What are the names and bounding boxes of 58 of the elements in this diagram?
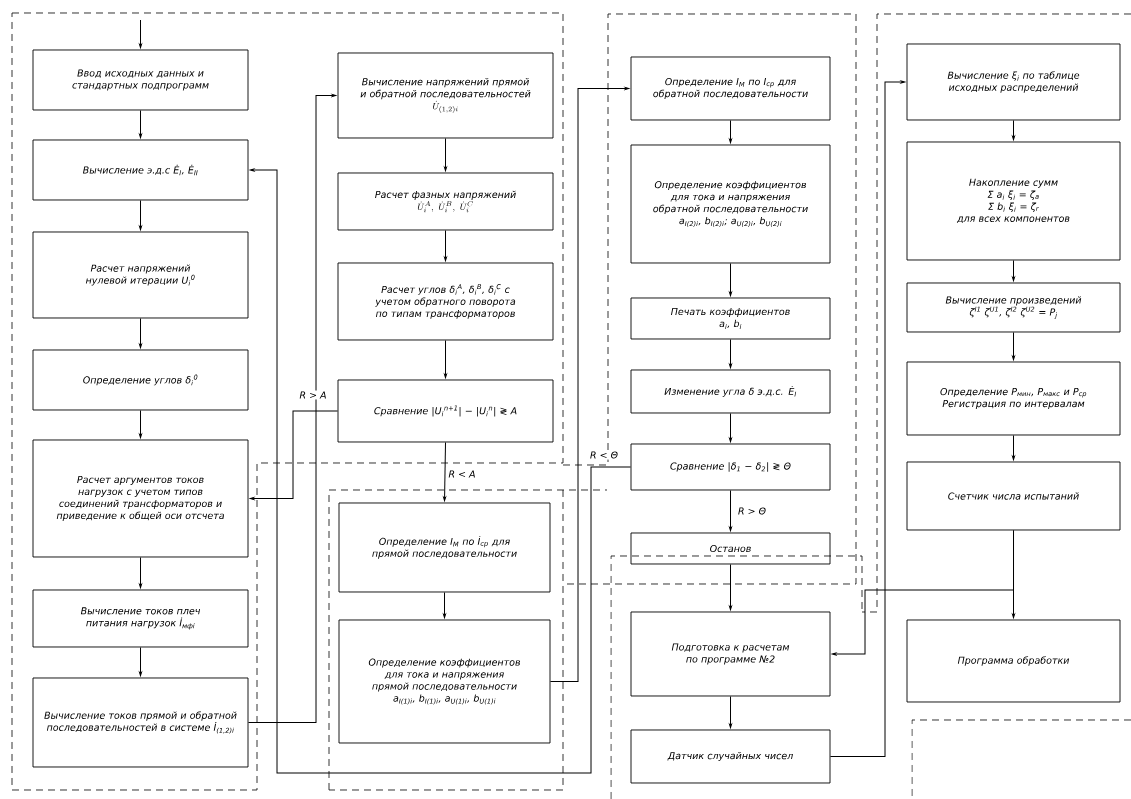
process-box: Программа обработки [906,619,1121,703]
process-box: Ввод исходных данных и стандартных подпрограмм [32,49,249,111]
process-box: Расчет аргументов токов нагрузок с учетом типов соединений трансформаторов и приведение к общей оси отсчета [32,439,249,558]
process-box: Определение I$_{М}$ по İ$_{ср}$ для прямой последовательности [338,502,551,593]
arrow [249,168,632,774]
process-box: Определение коэффициентов для тока и напряжения обратной последовательности a$_{I(2)i}$, b$_{I(2)i}$; a$_{U(2)i}$, b$_{U(2)i}$ [630,144,831,264]
arrow [729,262,732,297]
process-box: Печать коэффициентов a$_{i}$, b$_{i}$ [630,297,831,340]
arrow [444,137,447,172]
arrow [139,556,142,589]
arrow [247,94,337,723]
arrow [729,563,732,611]
process-box: Счетчик числа испытаний [906,461,1121,531]
edge-label: R > A [298,390,328,400]
arrow [1012,434,1015,461]
process-box: Сравнение |δ$_{1}$ − δ$_{2}$| ≷ Θ [630,443,831,491]
process-box: Вычисление напряжений прямой и обратной последовательностей $\dot{U}_{(1,2)i}$ [337,52,554,139]
arrow [443,441,447,502]
process-box: Вычисление произведений ζ$^{I1}$ ζ$^{U1}$, ζ$^{I2}$ ζ$^{U2}$ = P$_{j}$ [906,282,1121,333]
process-box: Изменение угла δ э.д.с. Ė$_{I}$ [630,369,831,414]
arrow [139,109,142,139]
arrow [729,338,732,369]
arrow [1012,119,1015,141]
arrow [1012,259,1015,282]
process-box: Вычисление токов прямой и обратной последовательностей в системе İ$_{(1,2)i}$ [32,677,249,768]
process-box: Сравнение |U$_{i}$$^{n+1}$| − |U$_{i}$$^{n}$| ≷ A [337,379,554,443]
arrow [831,529,1014,656]
process-box: Определение коэффициентов для тока и напряжения прямой последовательности a$_{I(1)i}$, b$_{I(1)i}$, a$_{U(1)i}$, b$_{U(1)i}$ [338,619,551,744]
edge-label: R < A [447,469,477,479]
arrow [829,80,906,757]
edge-label: R < Θ [588,450,620,460]
process-box: Накопление сумм Σ a$_{i}$ ξ$_{i}$ = ζ$_{a}$ Σ b$_{i}$ ξ$_{i}$ = ζ$_{r}$ для всех компонентов [906,141,1121,261]
arrow [729,119,732,144]
arrow [443,591,446,619]
arrow [139,646,142,677]
arrow [549,87,630,682]
process-box: Подготовка к расчетам по программе №2 [630,611,831,697]
arrow [729,412,732,443]
arrow [729,489,732,532]
arrow [139,19,142,49]
arrow [139,317,142,349]
process-box: Останов [630,532,831,565]
process-box: Вычисление ξ$_{i}$ по таблице исходных распределений [906,43,1121,121]
arrow [729,695,732,729]
process-box: Вычисление токов плеч питания нагрузок İ$_{мфi}$ [32,589,249,648]
process-box: Определение P$_{мин}$, P$_{макс}$ и P$_{ср}$ Регистрация по интервалам [906,361,1121,436]
arrow [444,229,447,262]
arrow [1012,331,1015,361]
process-box: Расчет углов δ$_{i}$$^{A}$, δ$_{i}$$^{B}$, δ$_{i}$$^{C}$ с учетом обратного поворота по типам трансформаторов [337,262,554,341]
arrow [249,410,339,500]
arrow [139,199,142,231]
process-box: Вычисление э.д.с Ė$_{I}$, Ė$_{II}$ [32,139,249,201]
arrow [139,409,142,439]
process-box: Расчет фазных напряжений $\dot{U}_i^A,\ \dot{U}_i^B,\ \dot{U}_i^C$ [337,172,554,231]
process-box: Датчик случайных чисел [630,729,831,784]
arrow [444,339,447,379]
edge-label: R > Θ [736,506,768,516]
process-box: Определение I$_{М}$ по I$_{ср}$ для обратной последовательности [630,56,831,121]
